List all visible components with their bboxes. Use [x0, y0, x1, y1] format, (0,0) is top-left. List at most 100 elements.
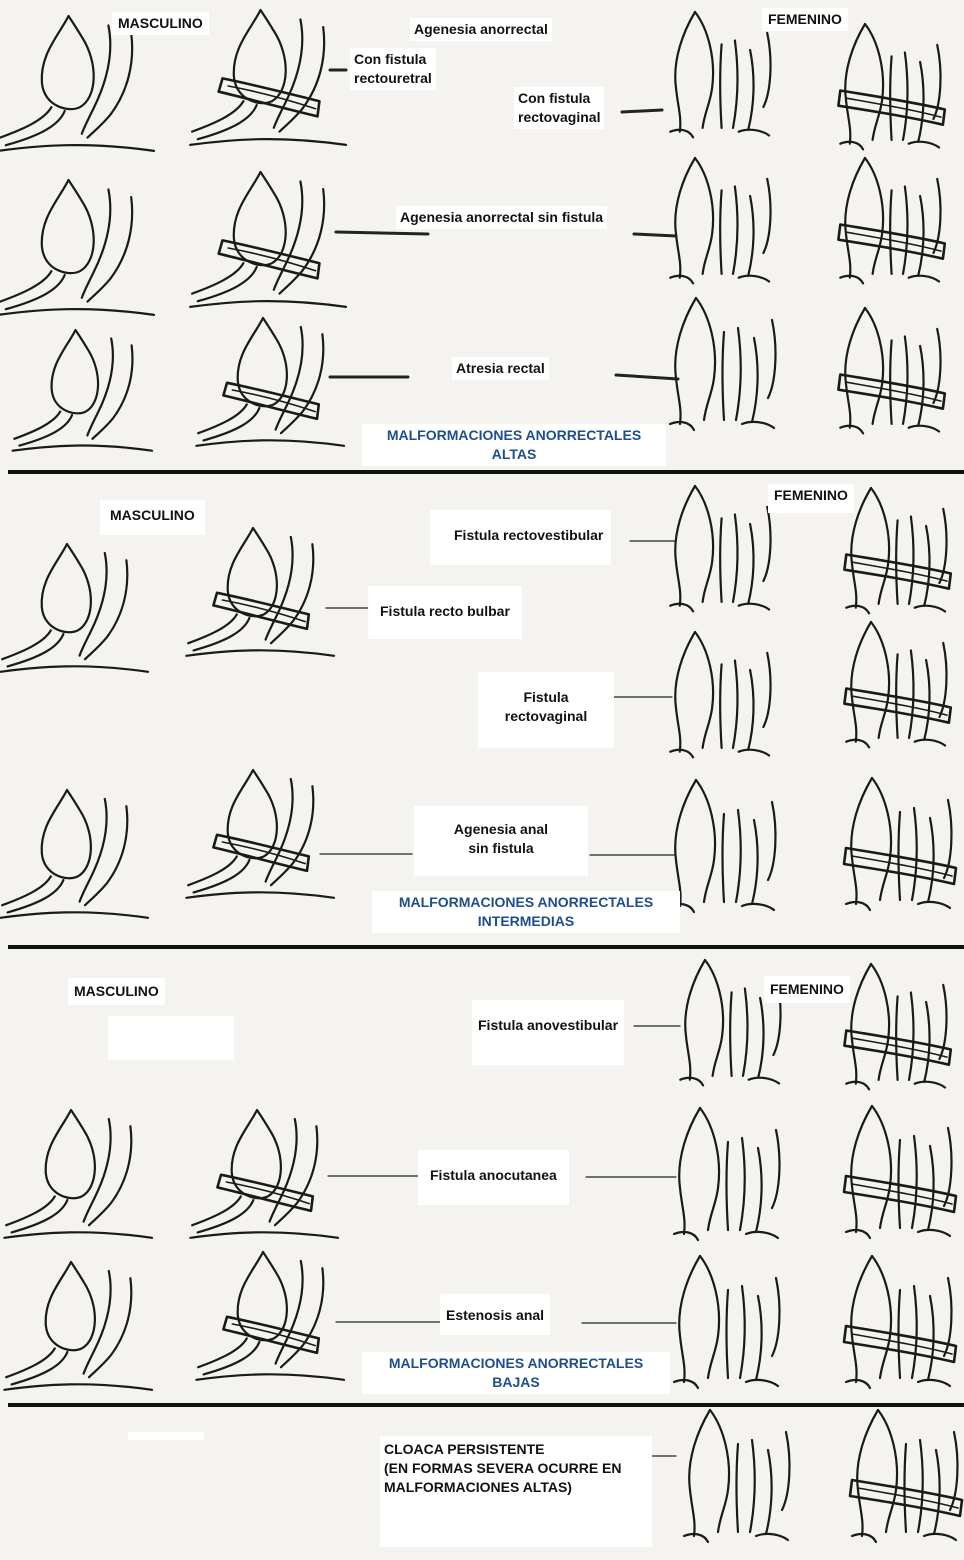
fem-8a-vagina-b [740, 1138, 745, 1230]
fem-9a-wall-b [700, 1256, 719, 1378]
male-6a-perineum [4, 1232, 152, 1237]
male-5b-perineum [186, 892, 334, 897]
male-2a-urethra-a [0, 271, 51, 301]
fem-7b-foot-b [915, 1082, 945, 1088]
section-title-bajas: MALFORMACIONES ANORRECTALES BAJAS [362, 1352, 670, 1394]
fem-6b-foot-a [846, 902, 870, 910]
male-7b-perineum [196, 1374, 344, 1379]
fem-4b-wall-a [851, 488, 871, 608]
male-4a-perineum [0, 666, 148, 671]
label-cloaca-persistente: CLOACA PERSISTENTE (EN FORMAS SEVERA OCU… [380, 1436, 652, 1547]
male-4a-urethra-a [2, 630, 51, 659]
fem-10a-rectum-b [782, 1432, 789, 1510]
fem-9b-wall-a [851, 1256, 872, 1382]
fem-6b-foot-b [918, 902, 950, 908]
male-5b-urethra-a [188, 856, 237, 885]
fem-8a-wall-a [679, 1108, 700, 1234]
male-7a-urethra-a [6, 1348, 55, 1377]
fem-7b-foot-a [846, 1082, 869, 1090]
fem-8b-wall-b [872, 1106, 891, 1228]
fem-10a-foot-b [756, 1534, 788, 1540]
fem-9a-rectum-a [756, 1296, 762, 1380]
fem-8b-rectum-a [928, 1146, 934, 1230]
fem-4a-vagina-b [733, 515, 738, 602]
male-4b-urethra-a [188, 614, 237, 643]
fem-10a-vagina-a [737, 1444, 739, 1532]
fem-7a-vagina-b [743, 989, 748, 1076]
male-2b-perineum [190, 301, 346, 307]
male-6b-urethra-a [192, 1196, 241, 1225]
male-5a-urethra-b [8, 880, 64, 912]
fem-2b-foot-a [840, 276, 863, 284]
pointer-sin-fistula-right [634, 234, 676, 236]
fem-4a-foot-b [739, 604, 769, 610]
fem-6a-foot-b [742, 904, 774, 910]
fem-4a-rectum-a [748, 524, 753, 604]
fem-1b-wall-a [845, 24, 865, 144]
male-2b-urethra-b [198, 267, 257, 301]
label-atresia-rectal: Atresia rectal [452, 357, 549, 380]
male-3b-urethra-a [198, 404, 247, 433]
male-5a-urethra-a [2, 876, 51, 905]
male-1a-urethra-b [6, 111, 65, 145]
fem-4b-rectum-a [924, 526, 929, 606]
male-7b-urethra-a [198, 1338, 247, 1367]
fem-10a-rectum-a [766, 1450, 772, 1534]
fem-9b-foot-a [846, 1380, 870, 1388]
blank-label-box [108, 1016, 234, 1060]
fem-10b-wall-a [857, 1410, 878, 1536]
male-7a-urethra-b [12, 1352, 68, 1384]
fem-10b-wall-b [878, 1410, 897, 1532]
fem-6a-vagina-a [723, 814, 725, 902]
fem-7a-rectum-a [758, 998, 763, 1078]
fem-5a-foot-a [670, 750, 693, 758]
femenino-header-1: FEMENINO [762, 8, 848, 31]
fem-1a-wall-a [675, 12, 695, 132]
male-2a-bladder [42, 180, 94, 273]
fem-6a-vagina-b [736, 810, 741, 902]
male-6a-urethra-a [6, 1196, 55, 1225]
fem-3a-wall-b [696, 298, 715, 420]
male-5a-rectum-a [80, 799, 107, 902]
male-4a-rectum-a [80, 553, 107, 656]
label-agenesia-sin-fistula: Agenesia anorrectal sin fistula [396, 206, 607, 229]
fem-7b-rectum-a [924, 1002, 929, 1082]
fem-2b-wall-b [865, 158, 883, 274]
male-1a-perineum [0, 145, 154, 151]
label-fistula-recto-bulbar: Fistula recto bulbar [368, 586, 522, 639]
fem-2a-rectum-a [748, 196, 753, 276]
fem-5b-wall-b [871, 622, 889, 738]
fem-6b-wall-a [851, 778, 872, 904]
fem-6b-wall-b [872, 778, 891, 900]
femenino-header-3: FEMENINO [764, 976, 850, 1003]
fem-2b-vagina-b [903, 187, 908, 274]
section-divider-2 [8, 945, 964, 949]
fem-6a-rectum-b [768, 802, 775, 880]
label-agenesia-anorrectal: Agenesia anorrectal [410, 18, 552, 41]
fem-7b-vagina-b [909, 993, 914, 1080]
male-3a-perineum [13, 446, 152, 451]
fem-10b-rectum-a [934, 1450, 940, 1534]
fem-1b-wall-b [865, 24, 883, 140]
fem-4b-wall-b [871, 488, 889, 604]
fem-2a-wall-a [675, 158, 695, 278]
male-1a-urethra-a [0, 107, 51, 137]
fem-9a-wall-a [679, 1256, 700, 1382]
fem-3a-foot-b [742, 422, 774, 428]
male-5a-perineum [0, 912, 148, 917]
male-5a-bladder [42, 790, 91, 878]
fem-8a-foot-a [674, 1232, 698, 1240]
fem-7a-wall-b [705, 960, 723, 1076]
pointer-atresia-right [616, 375, 678, 379]
fem-1a-wall-b [695, 12, 713, 128]
male-2a-urethra-b [6, 275, 65, 309]
male-2b-urethra-a [192, 263, 243, 293]
pointer-rectovaginal-alta [622, 110, 662, 112]
fem-10a-wall-a [689, 1410, 710, 1536]
male-6a-bladder [46, 1110, 95, 1198]
fem-6a-rectum-a [752, 820, 758, 904]
fem-2a-vagina-a [720, 190, 721, 274]
fem-5a-rectum-a [748, 670, 753, 750]
male-5b-urethra-b [194, 860, 250, 892]
masculino-header-1: MASCULINO [112, 12, 209, 35]
